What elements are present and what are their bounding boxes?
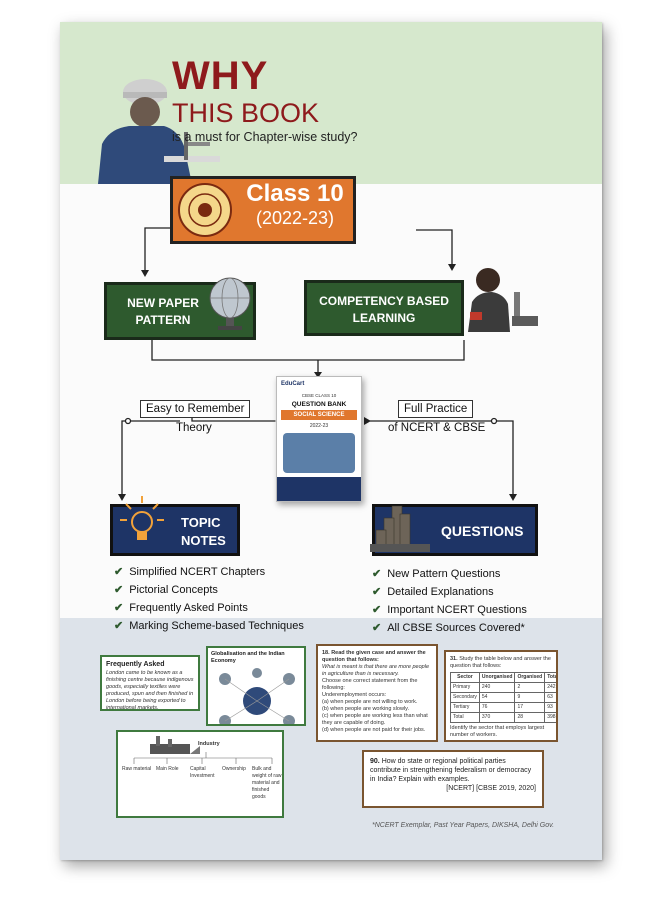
- case-intro: Read the given case and answer the quest…: [322, 650, 426, 663]
- q90-source: [NCERT] [CBSE 2019, 2020]: [446, 785, 536, 792]
- case-no: 18.: [322, 650, 330, 656]
- check-icon: ✔: [372, 604, 382, 616]
- book-subject: SOCIAL SCIENCE: [281, 410, 357, 420]
- table-row: Tertiary 76 17 93: [450, 702, 556, 713]
- table-row: Total 370 28 398: [450, 712, 556, 723]
- feature-competency-based-learning: COMPETENCY BASED LEARNING: [304, 280, 464, 336]
- faq-title: Frequently Asked: [106, 661, 165, 668]
- check-icon: ✔: [372, 586, 382, 598]
- q90-text: How do state or regional political parti…: [370, 758, 532, 783]
- questions-list: ✔New Pattern Questions ✔Detailed Explana…: [372, 565, 527, 637]
- table-no: 31.: [450, 656, 458, 662]
- class-year: (2022-23): [255, 208, 335, 228]
- check-icon: ✔: [114, 602, 124, 614]
- topic-notes-line2: NOTES: [181, 533, 226, 548]
- book-cover: EduCart CBSE CLASS 10 QUESTION BANK SOCI…: [276, 376, 362, 502]
- check-icon: ✔: [114, 566, 124, 578]
- sample-question-90: 90. How do state or regional political p…: [362, 750, 544, 808]
- seal-icon: [178, 183, 232, 237]
- list-item: ✔Pictorial Concepts: [114, 584, 218, 596]
- check-icon: ✔: [114, 620, 124, 632]
- list-item: ✔Important NCERT Questions: [372, 604, 527, 616]
- sample-frequently-asked: Frequently Asked London came to be known…: [100, 655, 200, 711]
- questions-title: QUESTIONS: [441, 523, 524, 539]
- student-photo: [98, 79, 220, 184]
- book-year: 2022-23: [309, 423, 329, 429]
- sample-table: Sector Unorganised Organised Total Prima…: [450, 672, 556, 723]
- topic-notes-box: TOPIC NOTES: [110, 504, 240, 556]
- topic-notes-list: ✔Simplified NCERT Chapters ✔Pictorial Co…: [114, 563, 304, 635]
- table-row: Secondary 54 9 63: [450, 692, 556, 703]
- sample-industry-diagram: Industry Raw material Main Role Capital …: [116, 730, 284, 818]
- industry-col: Bulk and weight of raw material and fini…: [252, 766, 282, 800]
- list-item: ✔New Pattern Questions: [372, 568, 501, 580]
- robot-kid-photo: [468, 268, 538, 332]
- book-brand: EduCart: [281, 381, 305, 387]
- globalisation-title: Globalisation and the Indian Economy: [211, 651, 285, 664]
- globe-icon: [209, 277, 251, 330]
- industry-col: Capital Investment: [190, 766, 215, 779]
- check-icon: ✔: [372, 568, 382, 580]
- case-quote: What is meant is that there are more peo…: [322, 664, 429, 677]
- topic-notes-line1: TOPIC: [181, 515, 221, 530]
- table-question: Identify the sector that employs largest…: [450, 725, 545, 738]
- list-item: ✔Simplified NCERT Chapters: [114, 566, 266, 578]
- label-theory: Theory: [176, 422, 212, 434]
- book-title: QUESTION BANK: [291, 401, 347, 408]
- faq-text: London came to be known as a finishing c…: [106, 670, 194, 711]
- case-prompt: Choose one correct statement from the fo…: [322, 678, 418, 691]
- factory-icon: [150, 736, 200, 754]
- sample-globalisation: Globalisation and the Indian Economy: [206, 646, 306, 726]
- list-item: ✔Detailed Explanations: [372, 586, 494, 598]
- book-illustration: [283, 433, 355, 473]
- footnote: *NCERT Exemplar, Past Year Papers, DIKSH…: [372, 822, 555, 829]
- q90-no: 90.: [370, 758, 380, 765]
- sample-case-question: 18. Read the given case and answer the q…: [316, 644, 438, 742]
- label-full-practice: Full Practice: [398, 400, 474, 418]
- check-icon: ✔: [372, 622, 382, 634]
- list-item: ✔All CBSE Sources Covered*: [372, 622, 525, 634]
- table-row: Primary 240 2 242: [450, 682, 556, 693]
- title-why: WHY: [172, 54, 269, 98]
- case-option: (b) when people are working slowly.: [322, 706, 410, 712]
- industry-col: Raw material: [122, 766, 152, 772]
- globalisation-diagram: [219, 668, 295, 724]
- case-option: (c) when people are working less than wh…: [322, 713, 428, 726]
- sample-table-question: 31. Study the table below and answer the…: [444, 650, 558, 742]
- case-option: (a) when people are not willing to work.: [322, 699, 418, 705]
- stack-icon: [370, 505, 430, 552]
- industry-col: Ownership: [222, 766, 246, 772]
- book-series: CBSE CLASS 10: [301, 393, 337, 398]
- list-item: ✔Frequently Asked Points: [114, 602, 248, 614]
- label-ncert-cbse: of NCERT & CBSE: [388, 422, 486, 434]
- list-item: ✔Marking Scheme-based Techniques: [114, 620, 304, 632]
- industry-col: Main Role: [156, 766, 179, 772]
- check-icon: ✔: [114, 584, 124, 596]
- industry-tree-lines: [133, 752, 273, 764]
- class-title: Class 10: [246, 180, 344, 207]
- table-intro: Study the table below and answer the que…: [450, 656, 551, 669]
- book-footer: [277, 477, 361, 501]
- industry-title: Industry: [198, 741, 220, 747]
- title-this-book: THIS BOOK: [172, 98, 320, 128]
- lightbulb-icon: [120, 496, 164, 540]
- label-easy-to-remember: Easy to Remember: [140, 400, 251, 418]
- case-option: (d) when people are not paid for their j…: [322, 727, 426, 733]
- title-subtitle: is a must for Chapter-wise study?: [172, 130, 358, 144]
- case-sub: Underemployment occurs:: [322, 692, 387, 698]
